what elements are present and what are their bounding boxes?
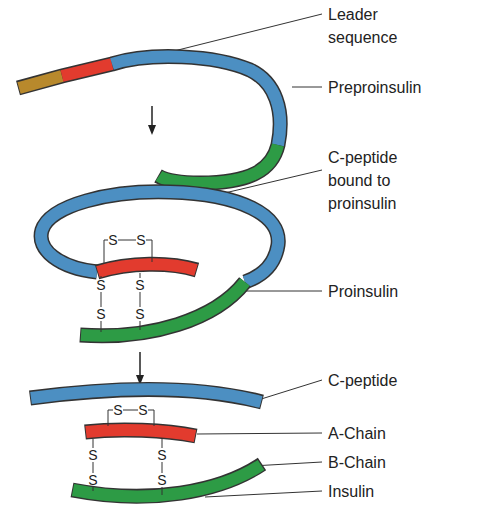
part-label: C-peptide bound to proinsulin bbox=[328, 146, 423, 215]
sulfur-atom: S bbox=[88, 473, 97, 487]
proinsulin-strand bbox=[41, 192, 278, 336]
process-arrow bbox=[151, 106, 153, 130]
part-label: Preproinsulin bbox=[328, 76, 421, 99]
disulfide-bonds bbox=[93, 410, 162, 495]
part-label: C-peptide bbox=[328, 369, 397, 392]
part-label: B-Chain bbox=[328, 451, 386, 474]
sulfur-atom: S bbox=[96, 307, 105, 321]
sulfur-atom: S bbox=[88, 448, 97, 462]
insulin-strands bbox=[30, 389, 262, 496]
sulfur-atom: S bbox=[135, 278, 144, 292]
sulfur-atom: S bbox=[157, 448, 166, 462]
part-label: Leader sequence bbox=[328, 3, 423, 49]
sulfur-atom: S bbox=[113, 403, 122, 417]
leader-lines bbox=[42, 14, 322, 497]
sulfur-atom: S bbox=[136, 233, 145, 247]
sulfur-atom: S bbox=[157, 473, 166, 487]
preproinsulin-strand bbox=[18, 57, 280, 183]
part-label: Proinsulin bbox=[328, 280, 398, 303]
part-label: Insulin bbox=[328, 480, 374, 503]
sulfur-atom: S bbox=[138, 403, 147, 417]
sulfur-atom: S bbox=[108, 233, 117, 247]
sulfur-atom: S bbox=[135, 307, 144, 321]
disulfide-bonds bbox=[101, 240, 152, 332]
sulfur-atom: S bbox=[96, 278, 105, 292]
process-arrow bbox=[139, 352, 141, 380]
part-label: A-Chain bbox=[328, 422, 386, 445]
